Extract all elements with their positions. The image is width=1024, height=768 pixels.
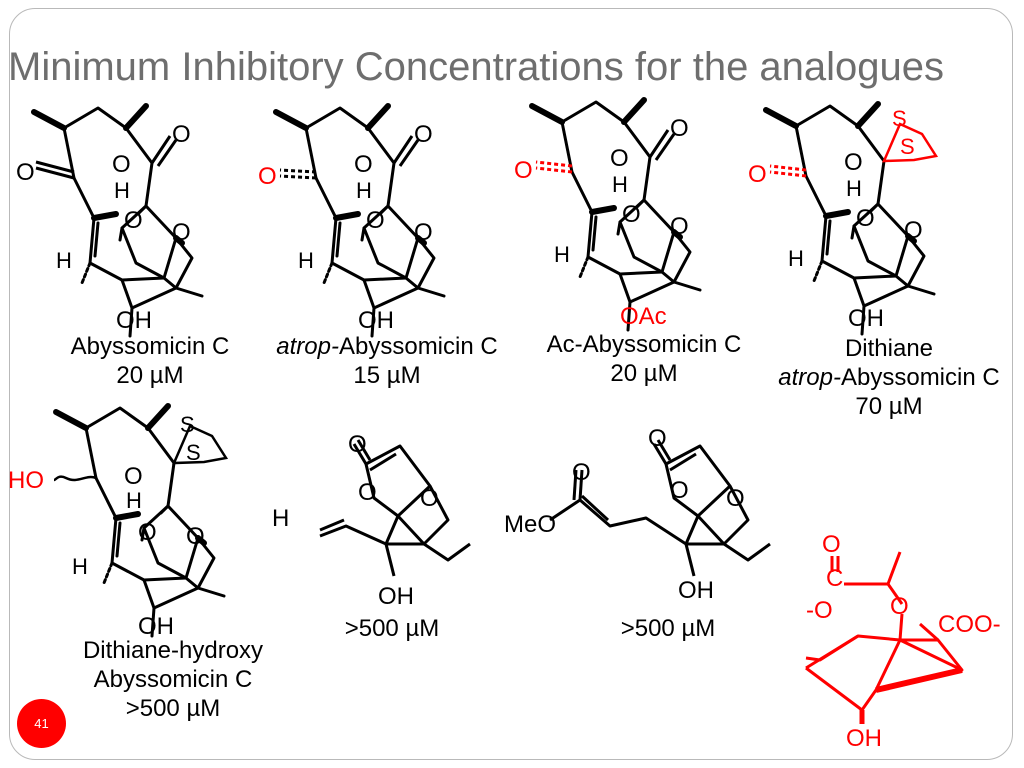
atom-label-highlight: O (514, 157, 533, 184)
atom-label-highlight: O (890, 593, 909, 620)
structure-abyssomicin-c: O O O H O O H OH (16, 106, 202, 336)
atom-label: O (610, 145, 629, 172)
atom-label: O (366, 207, 385, 234)
atom-label: OH (848, 305, 884, 332)
atom-label: O (348, 431, 367, 458)
compound-name: Abyssomicin C (70, 333, 230, 360)
structure-dithiane-atrop-abyssomicin-c: O S S O H O O H OH (748, 104, 939, 334)
atom-label-highlight: S (892, 106, 907, 131)
atom-label: O (904, 217, 923, 244)
atom-label: H (56, 248, 72, 273)
compound-prefix: atrop- (276, 333, 339, 360)
compound-name-line1: Dithiane-hydroxy (82, 637, 264, 664)
structure-intermediate-highlight (805, 551, 964, 724)
atom-label: O (138, 519, 157, 546)
atom-label: O (844, 149, 863, 176)
atom-label: O (124, 207, 143, 234)
caption-atrop-abyssomicin-c: atrop-Abyssomicin C 15 µM (252, 332, 522, 390)
atom-label: H (114, 178, 130, 203)
atom-label: OH (138, 613, 174, 640)
atom-label: O (726, 485, 745, 512)
atom-label: O (622, 201, 641, 228)
atom-label: O (572, 459, 591, 486)
atom-label: O (414, 121, 433, 148)
atom-label: O (670, 213, 689, 240)
atom-label-highlight: -O (806, 597, 833, 624)
page-number-badge: 41 (17, 699, 66, 748)
atom-label: H (554, 242, 570, 267)
atom-label: O (354, 151, 373, 178)
atom-label: O (186, 523, 205, 550)
caption-vinyl-fragment: >500 µM (322, 614, 462, 643)
atom-label-highlight: HO (8, 467, 44, 494)
structure-ac-abyssomicin-c: O O O H O O H OAc (514, 100, 700, 330)
atom-label: OH (378, 583, 414, 610)
atom-label: H (298, 248, 314, 273)
compound-mic: 20 µM (116, 362, 184, 389)
compound-name-line1: Dithiane (844, 335, 934, 362)
atom-label-highlight: O (258, 163, 277, 190)
atom-label: H (272, 505, 289, 532)
atom-label-highlight: C (826, 565, 843, 592)
atom-label: H (72, 554, 88, 579)
atom-label: O (670, 115, 689, 142)
compound-name: Abyssomicin C (840, 364, 1000, 391)
slide-title: Minimum Inhibitory Concentrations for th… (8, 45, 945, 89)
compound-mic: 15 µM (353, 362, 421, 389)
atom-label: O (420, 485, 439, 512)
atom-label: O (172, 219, 191, 246)
caption-ac-abyssomicin-c: Ac-Abyssomicin C 20 µM (524, 330, 764, 388)
atom-label: H (846, 176, 862, 201)
atom-label: H (788, 246, 804, 271)
atom-label: O (414, 219, 433, 246)
compound-mic: 70 µM (855, 393, 923, 420)
slide-frame (9, 8, 1013, 760)
atom-label: O (856, 205, 875, 232)
atom-label: O (124, 463, 143, 490)
atom-label: O (172, 121, 191, 148)
atom-label-highlight: OAc (620, 303, 667, 330)
atom-label: MeO (504, 511, 556, 538)
atom-label: O (16, 159, 35, 186)
atom-label: S (180, 412, 195, 437)
compound-mic: >500 µM (125, 695, 221, 722)
caption-abyssomicin-c: Abyssomicin C 20 µM (50, 332, 250, 390)
atom-label: O (112, 151, 131, 178)
atom-label-highlight: OH (846, 725, 882, 752)
structure-ester-fragment (549, 439, 771, 577)
compound-name: Abyssomicin C (93, 666, 253, 693)
atom-label-highlight: O (822, 531, 841, 558)
compound-mic: >500 µM (620, 615, 716, 642)
atom-label: H (612, 172, 628, 197)
atom-label: O (358, 479, 377, 506)
atom-label-highlight: O (748, 161, 767, 188)
compound-mic: 20 µM (610, 360, 678, 387)
atom-label-highlight: S (900, 134, 915, 159)
caption-ester-fragment: >500 µM (598, 614, 738, 643)
atom-label-highlight: COO- (938, 611, 1001, 638)
structure-vinyl-fragment (319, 439, 471, 577)
atom-label: OH (358, 307, 394, 334)
atom-label: OH (678, 577, 714, 604)
compound-prefix: atrop- (778, 364, 841, 391)
atom-label: S (186, 440, 201, 465)
atom-label: O (648, 425, 667, 452)
caption-dithiane-atrop-abyssomicin-c: Dithiane atrop-Abyssomicin C 70 µM (766, 334, 1012, 421)
compound-mic: >500 µM (344, 615, 440, 642)
structure-dithiane-hydroxy-abyssomicin-c: HO S S O H O O H OH (8, 406, 229, 640)
caption-dithiane-hydroxy-abyssomicin-c: Dithiane-hydroxy Abyssomicin C >500 µM (60, 636, 286, 723)
atom-label: H (126, 488, 142, 513)
atom-label: OH (116, 307, 152, 334)
compound-name: Abyssomicin C (338, 333, 498, 360)
compound-name: Ac-Abyssomicin C (546, 331, 742, 358)
atom-label: H (356, 178, 372, 203)
atom-label: O (670, 477, 689, 504)
structure-atrop-abyssomicin-c: O O O H O O H OH (258, 106, 444, 336)
